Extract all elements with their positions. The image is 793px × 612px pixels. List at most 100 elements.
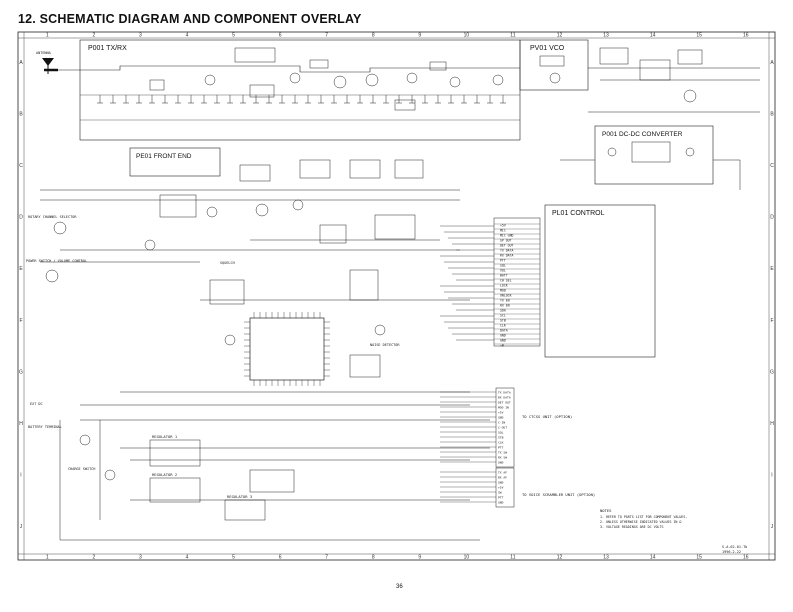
control-pin-label: DATA bbox=[500, 329, 508, 333]
notes-block: NOTES 1. REFER TO PARTS LIST FOR COMPONE… bbox=[600, 508, 687, 529]
grid-col-label: 1 bbox=[46, 33, 49, 39]
control-pin-label: SQL bbox=[500, 264, 506, 268]
grid-col-label: 5 bbox=[232, 555, 235, 561]
connector-pin-label: TX AF bbox=[498, 470, 507, 474]
grid-col-label: 9 bbox=[418, 33, 421, 39]
control-pin-label: RX EN bbox=[500, 304, 510, 308]
squelch-label: SQUELCH bbox=[220, 261, 235, 265]
noise-detector-label: NOISE DETECTOR bbox=[370, 343, 400, 347]
regulator-3-label: REGULATOR 3 bbox=[227, 494, 252, 499]
grid-row-label: H bbox=[770, 421, 774, 427]
grid-col-label: 11 bbox=[510, 33, 515, 39]
connector-pin-label: PTT bbox=[498, 495, 504, 499]
grid-col-label: 14 bbox=[650, 33, 656, 39]
grid-col-label: 7 bbox=[325, 33, 328, 39]
grid-col-label: 4 bbox=[186, 555, 189, 561]
connector-pin-label: CLK bbox=[498, 440, 504, 444]
grid-col-label: 12 bbox=[557, 33, 563, 39]
grid-row-label: B bbox=[770, 111, 774, 117]
grid-col-label: 13 bbox=[603, 33, 609, 39]
grid-row-label: D bbox=[770, 215, 774, 221]
dcdc-block bbox=[594, 125, 714, 185]
control-pin-label: MIC bbox=[500, 229, 506, 233]
grid-col-label: 10 bbox=[464, 33, 470, 39]
connector-pin-label: SQL bbox=[498, 430, 504, 434]
grid-col-label: 1 bbox=[46, 555, 49, 561]
control-block bbox=[544, 204, 656, 358]
connector-pin-label: SW bbox=[498, 490, 502, 494]
vco-block bbox=[519, 39, 589, 91]
grid-row-label: J bbox=[771, 524, 774, 530]
control-pin-label: MIC GND bbox=[500, 234, 514, 238]
to-ctcss-label: TO CTCSS UNIT (OPTION) bbox=[522, 414, 572, 419]
grid-col-label: 9 bbox=[418, 555, 421, 561]
connector-pin-label: TX DATA bbox=[498, 390, 511, 394]
control-pin-label: SCL bbox=[500, 314, 506, 318]
txrx-block-title: P001 TX/RX bbox=[88, 45, 127, 52]
grid-col-label: 8 bbox=[372, 555, 375, 561]
connector-pin-label: GND bbox=[498, 500, 504, 504]
grid-row-label: B bbox=[19, 111, 23, 117]
front-end-block bbox=[129, 147, 221, 177]
grid-row-label: G bbox=[19, 369, 23, 375]
control-pin-label: SP OUT bbox=[500, 239, 512, 243]
connector-pin-label: RX AF bbox=[498, 475, 507, 479]
connector-pin-label: C-OUT bbox=[498, 425, 507, 429]
note-2: 2. UNLESS OTHERWISE INDICATED VALUES IN … bbox=[600, 520, 681, 524]
control-pin-label: DET OUT bbox=[500, 244, 514, 248]
control-pin-label: CH SEL bbox=[500, 279, 512, 283]
battery-label: BATTERY TERMINAL bbox=[28, 425, 62, 429]
connector-pin-label: RX DATA bbox=[498, 395, 511, 399]
note-3: 3. VOLTAGE READINGS ARE DC VOLTS bbox=[600, 525, 664, 529]
connector-pin-label: RX SW bbox=[498, 455, 507, 459]
dcdc-block-title: P001 DC-DC CONVERTER bbox=[602, 131, 683, 138]
control-block-title: PL01 CONTROL bbox=[552, 210, 605, 217]
grid-col-label: 13 bbox=[603, 555, 609, 561]
control-pin-label: BATT bbox=[500, 274, 508, 278]
main-ic bbox=[249, 317, 325, 381]
grid-col-label: 11 bbox=[510, 555, 515, 561]
connector-pin-label: GND bbox=[498, 480, 504, 484]
grid-row-label: C bbox=[19, 163, 23, 169]
control-pin-label: GND bbox=[500, 339, 506, 343]
antenna-label: ANTENNA bbox=[36, 51, 52, 55]
grid-row-label: A bbox=[770, 60, 774, 66]
grid-col-label: 4 bbox=[186, 33, 189, 39]
control-pin-label: PTT bbox=[500, 259, 506, 263]
connector-pin-label: PTT bbox=[498, 445, 504, 449]
control-pin-label: MOD bbox=[500, 289, 506, 293]
control-pin-label: STB bbox=[500, 319, 506, 323]
grid-col-label: 10 bbox=[464, 555, 470, 561]
control-pin-label: CLK bbox=[500, 324, 506, 328]
drawing-stamp-date: 1996-2-22 bbox=[722, 550, 741, 554]
diagram-frame bbox=[17, 31, 776, 561]
connector-pin-label: TX SW bbox=[498, 450, 507, 454]
connector-pin-label: GND bbox=[498, 415, 504, 419]
grid-row-label: A bbox=[19, 60, 23, 66]
grid-row-label: H bbox=[19, 421, 23, 427]
grid-col-label: 15 bbox=[696, 555, 702, 561]
grid-row-label: C bbox=[770, 163, 774, 169]
control-connector bbox=[493, 217, 541, 347]
grid-col-label: 2 bbox=[92, 555, 95, 561]
regulator-2-label: REGULATOR 2 bbox=[152, 472, 177, 477]
antenna-symbol bbox=[42, 58, 58, 74]
rotary-channel-label: ROTARY CHANNEL SELECTOR bbox=[28, 215, 77, 219]
connector-pin-label: C-IN bbox=[498, 420, 505, 424]
grid-col-label: 8 bbox=[372, 33, 375, 39]
connector-pin-label: MOD IN bbox=[498, 405, 509, 409]
control-pin-label: RX DATA bbox=[500, 254, 514, 258]
connector-pin-label: DET OUT bbox=[498, 400, 511, 404]
txrx-block bbox=[79, 39, 521, 141]
connector-pin-label: GND bbox=[498, 460, 504, 464]
control-pin-label: VOL bbox=[500, 269, 506, 273]
connector-pin-label: +5V bbox=[498, 485, 504, 489]
grid-col-label: 2 bbox=[92, 33, 95, 39]
